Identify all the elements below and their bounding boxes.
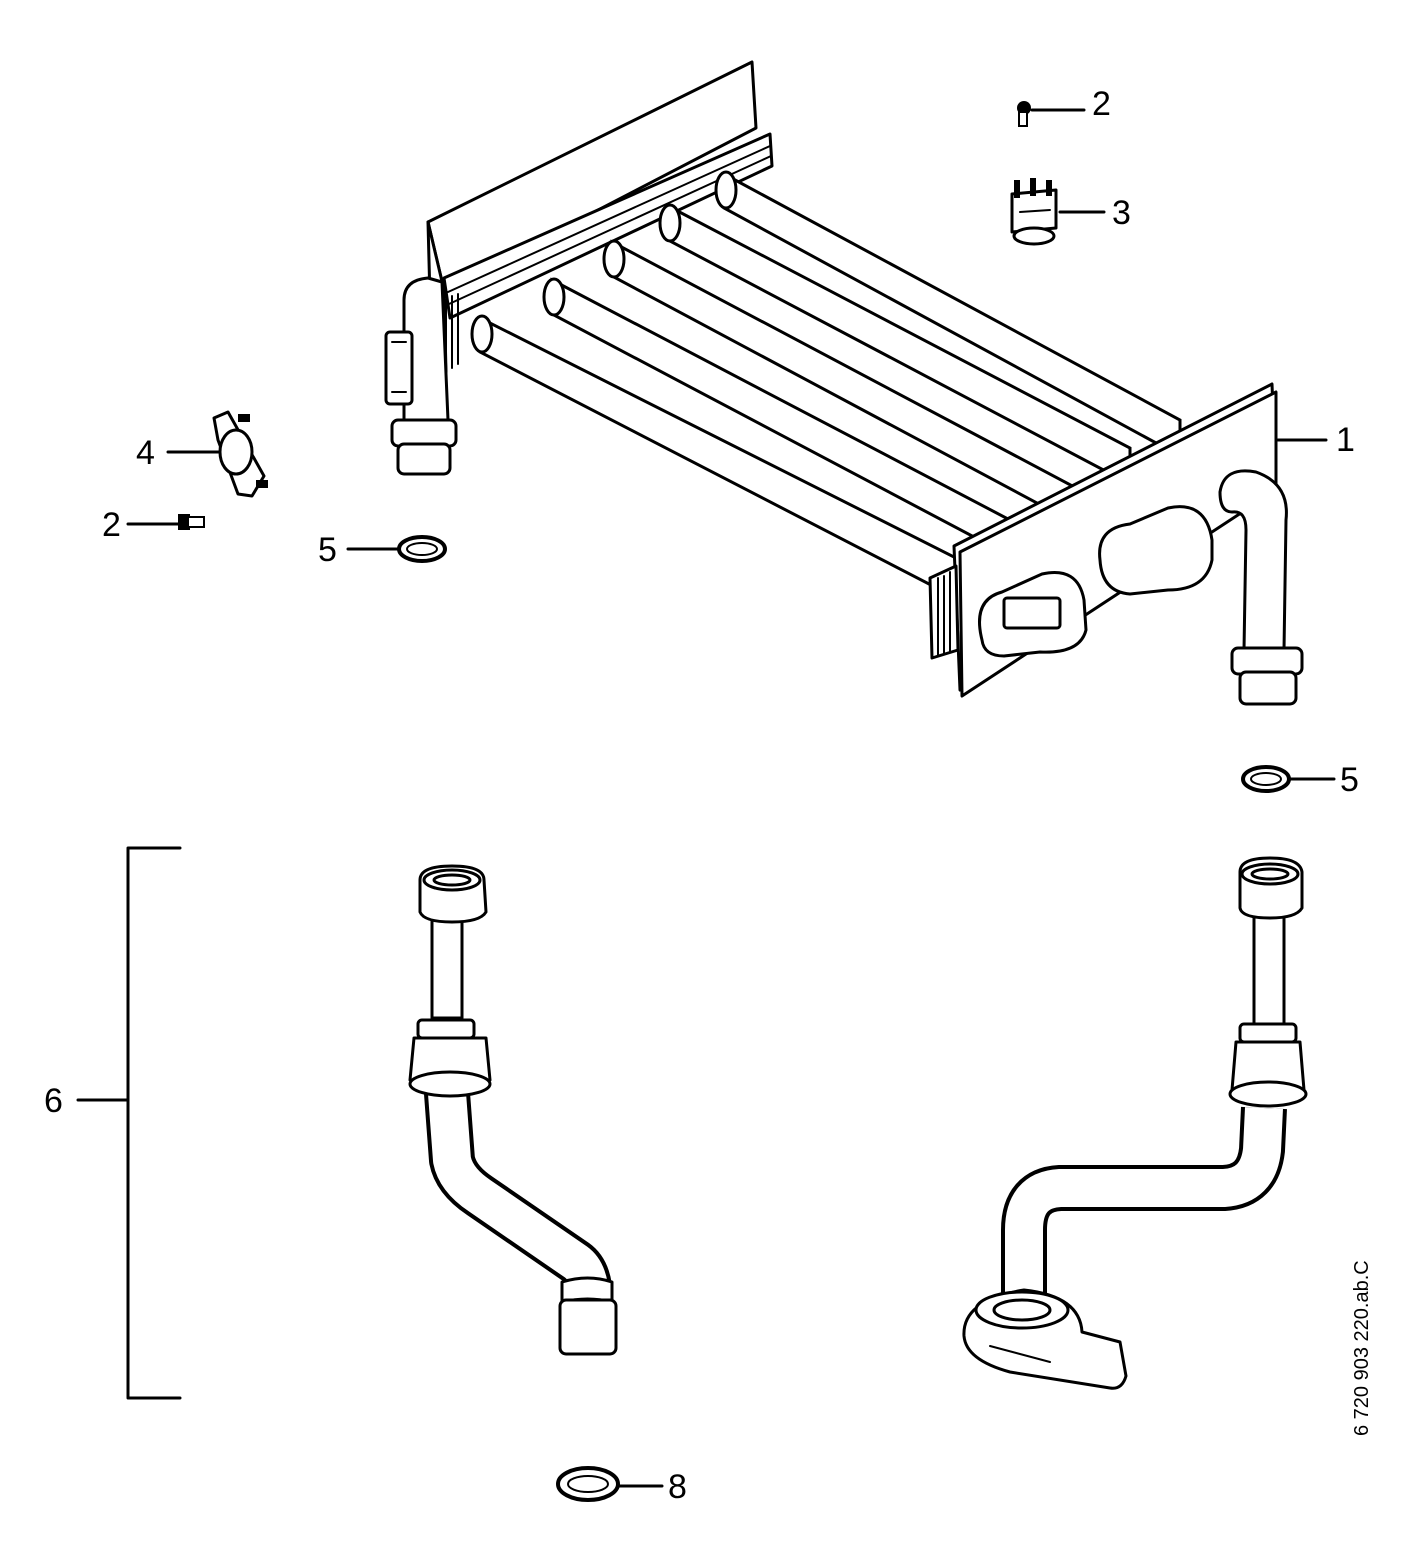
connection-pipe-right <box>962 856 1308 1390</box>
callout-8: 8 <box>668 1468 687 1506</box>
heat-exchanger-back-fins <box>442 132 774 320</box>
callout-6: 6 <box>44 1082 63 1120</box>
screw-left <box>178 514 205 530</box>
document-reference: 6 720 903 220.ab.C <box>1351 1260 1373 1436</box>
connection-pipe-left <box>408 864 618 1356</box>
callout-5-left: 5 <box>318 531 337 569</box>
seal-left <box>397 535 447 563</box>
heat-exchanger-tubes <box>470 170 1182 603</box>
callout-2-top: 2 <box>1092 85 1111 123</box>
temperature-sensor <box>1010 178 1058 246</box>
heat-exchanger-right-connection <box>1218 469 1304 706</box>
screw-top <box>1017 101 1031 127</box>
seal-right <box>1241 765 1291 793</box>
heat-exchanger <box>384 60 1304 706</box>
pipe-set-bracket <box>76 846 182 1400</box>
heat-exchanger-left-connection <box>384 276 458 476</box>
callout-1: 1 <box>1336 421 1355 459</box>
seal-bottom <box>556 1466 620 1502</box>
callout-3: 3 <box>1112 194 1131 232</box>
clip-thermostat <box>212 410 268 498</box>
callout-4: 4 <box>136 434 155 472</box>
leader-lines <box>126 108 1336 1488</box>
callout-2-left: 2 <box>102 506 121 544</box>
heat-exchanger-u-bends <box>978 505 1214 658</box>
callout-5-right: 5 <box>1340 761 1359 799</box>
